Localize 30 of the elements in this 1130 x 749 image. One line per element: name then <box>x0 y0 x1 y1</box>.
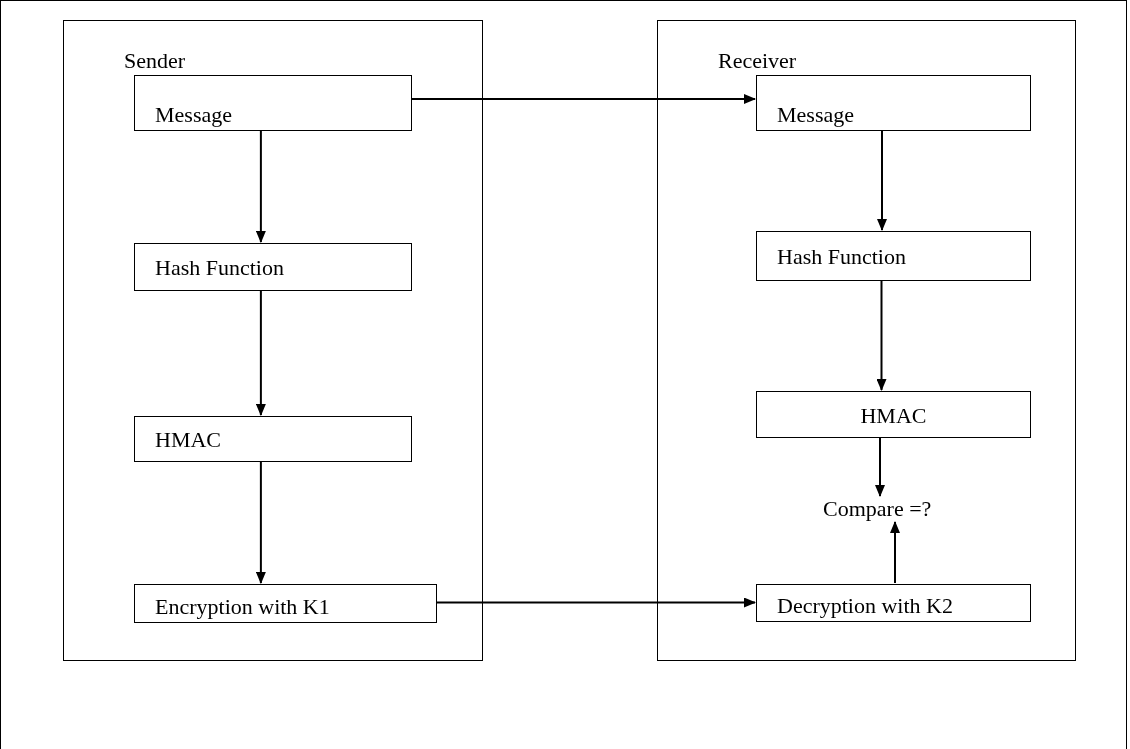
process-box <box>134 75 412 131</box>
arrow <box>875 436 885 497</box>
sender-panel <box>63 20 483 661</box>
process-box <box>134 416 412 462</box>
box-label: HMAC <box>155 428 221 452</box>
arrow <box>255 129 266 243</box>
box-label: Hash Function <box>777 245 906 269</box>
receiver-panel <box>657 20 1076 661</box>
process-box <box>756 391 1031 438</box>
process-box <box>134 584 437 623</box>
panel-title: Receiver <box>718 49 797 73</box>
process-box <box>134 243 412 291</box>
arrow <box>890 521 900 584</box>
panel-title: Sender <box>124 49 186 73</box>
arrow <box>877 129 887 231</box>
box-label: Message <box>155 103 232 127</box>
arrow <box>255 289 266 416</box>
box-label: Hash Function <box>155 256 284 280</box>
box-label: Encryption with K1 <box>155 595 330 619</box>
process-box <box>756 231 1031 281</box>
arrow <box>435 597 756 608</box>
compare-label: Compare =? <box>823 497 932 521</box>
arrow <box>876 279 887 391</box>
process-box <box>756 75 1031 131</box>
process-box <box>756 584 1031 622</box>
box-label: HMAC <box>859 403 928 428</box>
arrow <box>410 94 756 104</box>
box-label: Decryption with K2 <box>777 594 953 618</box>
arrow <box>255 460 266 584</box>
box-label: Message <box>777 103 854 127</box>
